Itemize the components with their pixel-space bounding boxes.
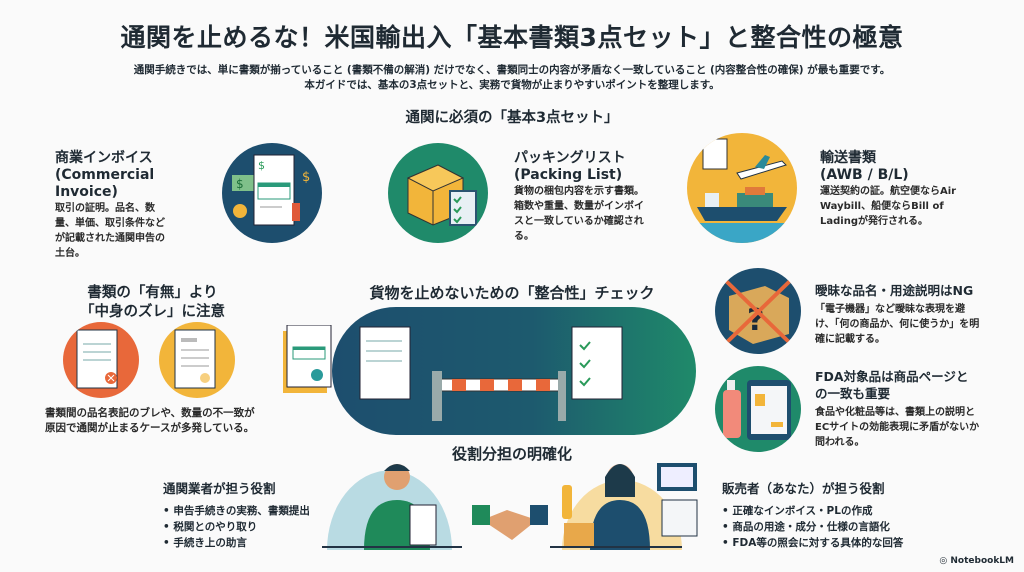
- invoice-document-icon: [283, 324, 333, 399]
- subtitle-line-2: 本ガイドでは、基本の3点セットと、実務で貨物が止まりやすいポイントを整理します。: [304, 79, 720, 91]
- mismatch-heading-line-2: 「中身のズレ」に注意: [80, 304, 225, 320]
- packing-title: パッキングリスト: [514, 150, 626, 166]
- packing-subtitle: (Packing List): [514, 167, 623, 183]
- seller-role-item: 正確なインボイス・PLの作成: [722, 503, 903, 519]
- package-checklist-icon: [388, 143, 488, 243]
- svg-text:$: $: [236, 177, 244, 191]
- warning-fda: FDA対象品は商品ページとの一致も重要 食品や化粧品等は、書類上の説明とECサイ…: [815, 368, 980, 450]
- seller-roles: 販売者（あなた）が担う役割 正確なインボイス・PLの作成 商品の用途・成分・仕様…: [722, 480, 903, 551]
- ambiguous-box-icon: ?: [715, 268, 801, 354]
- consistency-heading: 貨物を止めないための「整合性」チェック: [369, 284, 655, 302]
- document-error-icon: [63, 322, 139, 398]
- broker-role-item: 申告手続きの実務、書類提出: [163, 503, 310, 519]
- roles-heading: 役割分担の明確化: [451, 445, 572, 463]
- customs-broker-figure: [322, 464, 462, 550]
- broker-roles: 通関業者が担う役割 申告手続きの実務、書類提出 税関とのやり取り 手続き上の助言: [163, 480, 310, 551]
- brand-label: NotebookLM: [950, 556, 1014, 566]
- invoice-title: 商業インボイス: [55, 150, 153, 166]
- transport-body: 運送契約の証。航空便ならAir Waybill、船便ならBill of Ladi…: [820, 186, 957, 227]
- broker-title: 通関業者が担う役割: [163, 481, 276, 496]
- seller-title: 販売者（あなた）が担う役割: [722, 481, 885, 496]
- mismatch-body: 書類間の品名表記のブレや、数量の不一致が原因で通関が止まるケースが多発している。: [45, 407, 255, 434]
- page-title: 通関を止めるな！米国輸出入「基本書類3点セット」と整合性の極意: [120, 23, 904, 52]
- mismatch-heading: 書類の「有無」より 「中身のズレ」に注意: [60, 284, 245, 322]
- broker-role-item: 手続き上の助言: [163, 535, 310, 551]
- cosmetics-tablet-icon: [715, 366, 801, 452]
- invoice-subtitle: (Commercial Invoice): [55, 167, 155, 200]
- invoice-card: 商業インボイス (Commercial Invoice) 取引の証明。品名、数量…: [55, 150, 170, 261]
- warning-fda-body: 食品や化粧品等は、書類上の説明とECサイトの効能表現に矛盾がないか問われる。: [815, 407, 980, 448]
- basic-set-heading: 通関に必須の「基本3点セット」: [405, 110, 619, 126]
- roles-illustration: [322, 455, 722, 559]
- seller-role-item: 商品の用途・成分・仕様の言語化: [722, 519, 903, 535]
- transport-title: 輸送書類: [820, 150, 876, 166]
- subtitle-line-1: 通関手続きでは、単に書類が揃っていること (書類不備の解消) だけでなく、書類同…: [133, 64, 891, 76]
- seller-role-item: FDA等の照会に対する具体的な回答: [722, 535, 903, 551]
- warning-ambiguous-body: 「電子機器」など曖昧な表現を避け、「何の商品か、何に使うか」を明確に記載する。: [815, 304, 980, 345]
- consistency-check-illustration: [332, 307, 696, 435]
- svg-text:$: $: [258, 159, 265, 172]
- warning-ambiguous: 曖昧な品名・用途説明はNG 「電子機器」など曖昧な表現を避け、「何の商品か、何に…: [815, 282, 980, 347]
- notebooklm-watermark: ◎ NotebookLM: [939, 556, 1014, 566]
- broker-role-item: 税関とのやり取り: [163, 519, 310, 535]
- warning-ambiguous-title: 曖昧な品名・用途説明はNG: [815, 283, 974, 298]
- document-approved-icon: [159, 322, 235, 398]
- notebooklm-logo-icon: ◎: [939, 556, 951, 566]
- mismatch-heading-line-1: 書類の「有無」より: [87, 285, 218, 301]
- warning-fda-title: FDA対象品は商品ページとの一致も重要: [815, 369, 969, 401]
- transport-subtitle: (AWB / B/L): [820, 167, 909, 183]
- seller-figure: [550, 463, 698, 550]
- invoice-body: 取引の証明。品名、数量、単価、取引条件などが記載された通関申告の土台。: [55, 203, 165, 259]
- transport-card: 輸送書類 (AWB / B/L) 運送契約の証。航空便ならAir Waybill…: [820, 150, 970, 229]
- packing-card: パッキングリスト (Packing List) 貨物の梱包内容を示す書類。箱数や…: [514, 150, 644, 244]
- handshake-icon: [472, 505, 548, 540]
- svg-text:$: $: [302, 170, 310, 185]
- ship-plane-icon: [687, 133, 797, 243]
- packing-body: 貨物の梱包内容を示す書類。箱数や重量、数量がインボイスと一致しているか確認される…: [514, 186, 644, 242]
- invoice-icon: $ $ $: [222, 143, 322, 243]
